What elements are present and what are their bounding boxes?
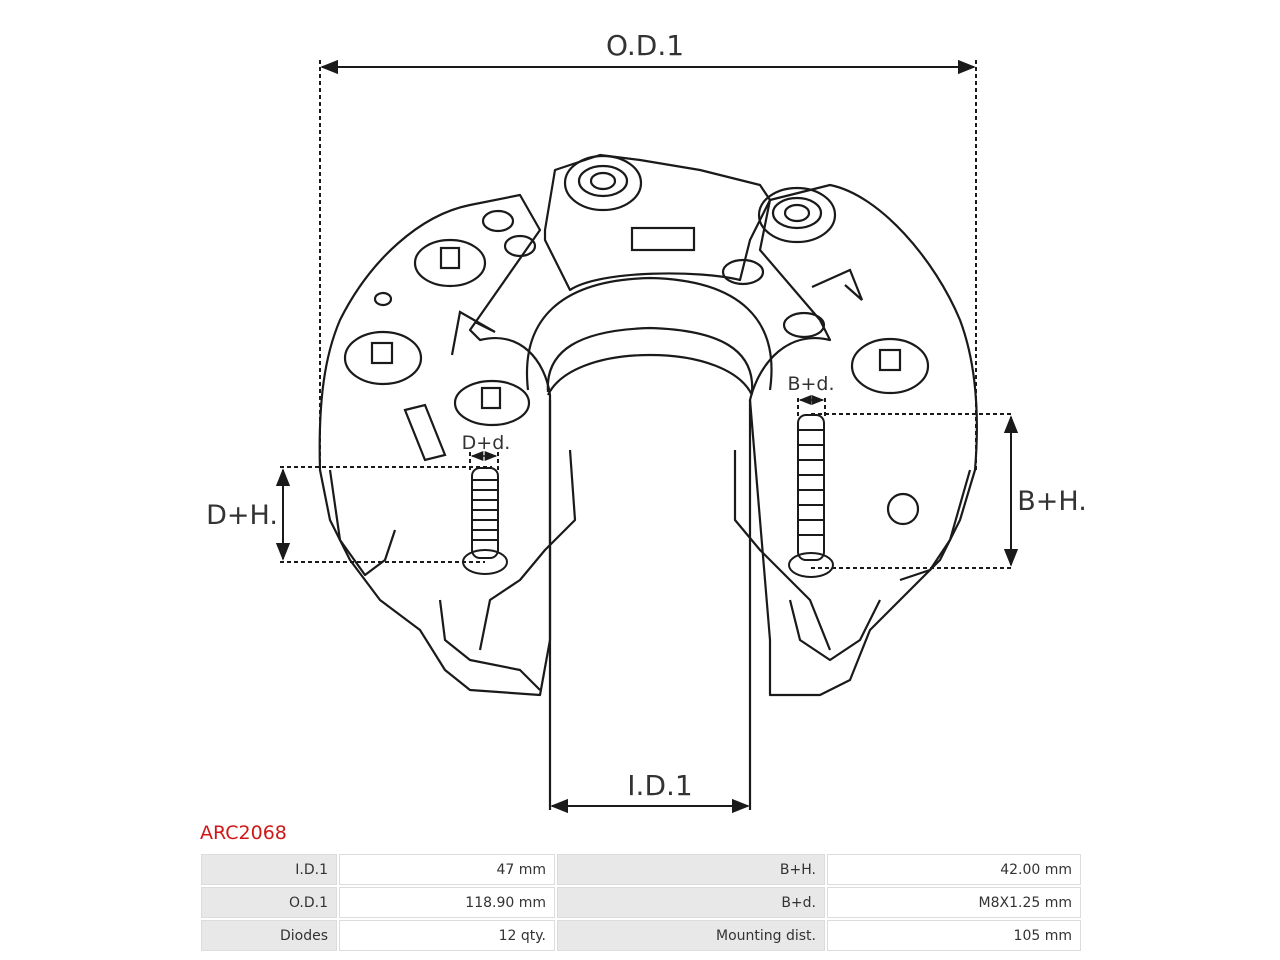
table-row: O.D.1 118.90 mm B+d. M8X1.25 mm: [201, 887, 1081, 918]
spec-label: B+d.: [557, 887, 825, 918]
od-label: O.D.1: [606, 29, 684, 62]
diodes: [343, 209, 930, 526]
rectifier-body: [318, 153, 978, 810]
spec-label: O.D.1: [201, 887, 337, 918]
inner-opening: [525, 276, 773, 391]
spec-value: 47 mm: [339, 854, 555, 885]
spec-label: Diodes: [201, 920, 337, 951]
studs: [462, 414, 834, 578]
spec-value: 12 qty.: [339, 920, 555, 951]
part-code: ARC2068: [200, 822, 287, 844]
spec-label: Mounting dist.: [557, 920, 825, 951]
dimension-arrows: [275, 59, 1019, 814]
spec-value: M8X1.25 mm: [827, 887, 1081, 918]
spec-label: I.D.1: [201, 854, 337, 885]
body-outline-right: [748, 183, 978, 697]
body-outline: [318, 193, 552, 697]
dimension-lines: [280, 60, 1012, 569]
bh-label: B+H.: [1017, 486, 1087, 517]
bd-label: B+d.: [787, 373, 834, 395]
table-row: I.D.1 47 mm B+H. 42.00 mm: [201, 854, 1081, 885]
spec-label: B+H.: [557, 854, 825, 885]
top-bridge: [543, 153, 772, 292]
dd-label: D+d.: [462, 432, 511, 454]
spec-value: 118.90 mm: [339, 887, 555, 918]
spec-value: 105 mm: [827, 920, 1081, 951]
terminal-rings: [563, 154, 837, 244]
rectifier-diagram: O.D.1 I.D.1 D+H. D+d. B+H. B+d.: [206, 29, 1087, 814]
spec-value: 42.00 mm: [827, 854, 1081, 885]
table-row: Diodes 12 qty. Mounting dist. 105 mm: [201, 920, 1081, 951]
spec-table: I.D.1 47 mm B+H. 42.00 mm O.D.1 118.90 m…: [199, 852, 1083, 953]
id-label: I.D.1: [627, 769, 692, 802]
dh-label: D+H.: [206, 500, 278, 531]
